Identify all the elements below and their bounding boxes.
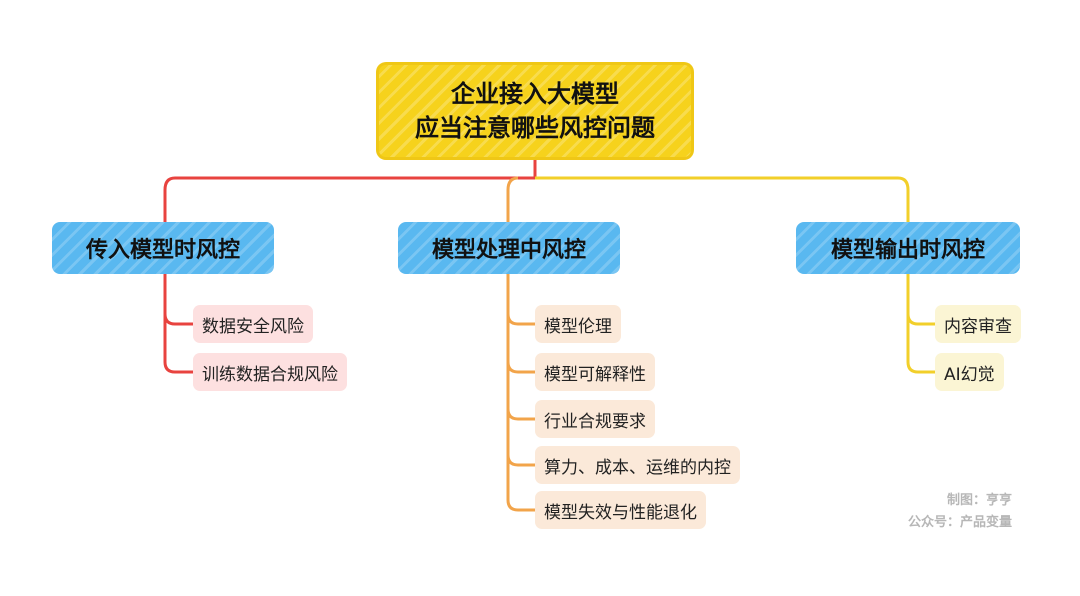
category-label: 模型输出时风控 xyxy=(830,238,985,263)
root-node: 企业接入大模型 应当注意哪些风控问题 xyxy=(376,62,694,160)
connector-right-1 xyxy=(906,274,935,326)
leaf-model-failure-degradation: 模型失效与性能退化 xyxy=(535,491,706,529)
category-processing-risk: 模型处理中风控 xyxy=(398,222,620,274)
connector-middle xyxy=(506,274,535,512)
category-output-risk: 模型输出时风控 xyxy=(796,222,1020,274)
leaf-model-ethics: 模型伦理 xyxy=(535,305,621,343)
connector-left-1 xyxy=(163,274,193,326)
category-label: 模型处理中风控 xyxy=(431,238,586,263)
connector-root-right xyxy=(535,176,910,222)
category-input-risk: 传入模型时风控 xyxy=(52,222,274,274)
leaf-compute-cost-ops-control: 算力、成本、运维的内控 xyxy=(535,446,740,484)
leaf-training-data-compliance-risk: 训练数据合规风险 xyxy=(193,353,347,391)
leaf-model-explainability: 模型可解释性 xyxy=(535,353,655,391)
leaf-ai-hallucination: AI幻觉 xyxy=(935,353,1004,391)
connector-middle-1 xyxy=(506,313,535,326)
credit-account: 公众号：产品变量 xyxy=(907,515,1012,530)
connector-middle-2 xyxy=(506,361,535,374)
connector-middle-4 xyxy=(506,454,535,467)
root-title-line2: 应当注意哪些风控问题 xyxy=(415,114,655,142)
leaf-data-security-risk: 数据安全风险 xyxy=(193,305,313,343)
connector-left-2 xyxy=(163,314,193,374)
connector-right-2 xyxy=(906,314,935,374)
connector-root-left xyxy=(163,160,537,222)
root-title-line1: 企业接入大模型 xyxy=(451,80,619,108)
connector-root-middle xyxy=(506,176,519,222)
leaf-industry-compliance: 行业合规要求 xyxy=(535,400,655,438)
category-label: 传入模型时风控 xyxy=(85,238,240,263)
connector-middle-3 xyxy=(506,408,535,421)
credit-author: 制图：亨亨 xyxy=(946,493,1012,508)
leaf-content-review: 内容审查 xyxy=(935,305,1021,343)
